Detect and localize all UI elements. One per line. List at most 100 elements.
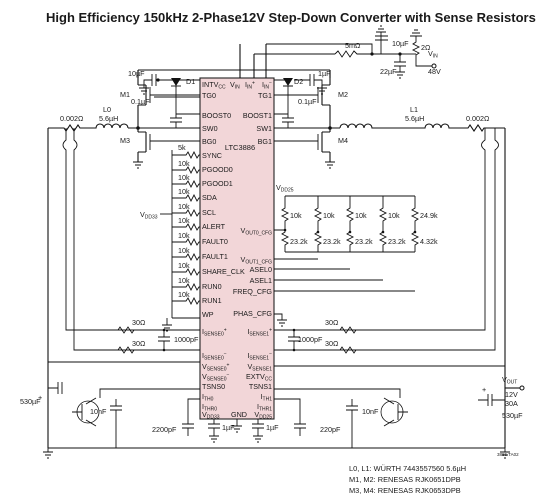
rsense0-label: 0.002Ω — [60, 114, 84, 123]
power-stage: L0 5.6µH 0.002Ω L1 5.6µH 0.002Ω — [47, 105, 506, 360]
pin-isense0-minus: I — [202, 351, 204, 360]
inductor-l0-value: 5.6µH — [99, 114, 118, 123]
pin-wp: WP — [202, 310, 214, 319]
diode-d1-label: D1 — [186, 77, 195, 86]
pin-isense1-plus: I — [247, 327, 249, 336]
svg-text:VOUT0_CFG: VOUT0_CFG — [241, 226, 273, 237]
c-10nf-left-label: 10nF — [90, 407, 107, 416]
svg-text:23.2k: 23.2k — [355, 237, 373, 246]
pin-run0: RUN0 — [202, 282, 222, 291]
mosfets: M1 M3 M2 M4 — [120, 70, 348, 169]
pin-vsense0-minus: V — [202, 372, 207, 381]
bootstrap-network: 10µF D1 D2 1µF 0.1µF 0.1µF — [128, 69, 331, 128]
c-1uf-b-label: 1µF — [266, 423, 279, 432]
config-dividers: VDD25 10k 23.2k 10k 23.2k 10k 23.2k 10k … — [274, 183, 438, 327]
svg-text:ISENSE0−: ISENSE0− — [202, 351, 227, 362]
note-top-mosfets: M1, M2: RENESAS RJK0651DPB — [349, 475, 461, 484]
divider-4: 24.9k 4.32k — [410, 196, 438, 252]
input-network: 5mΩ 10µF 2Ω 22µF VIN 48V — [137, 25, 441, 79]
svg-text:10k: 10k — [178, 216, 190, 225]
c-1000pf-right-label: 1000pF — [298, 335, 323, 344]
pin-iin-plus: I — [245, 80, 247, 89]
pin-vsense1: V — [247, 362, 252, 371]
svg-text:10k: 10k — [178, 173, 190, 182]
svg-text:10k: 10k — [178, 290, 190, 299]
svg-text:EXTVCC: EXTVCC — [246, 372, 272, 383]
pin-vin: V — [230, 80, 235, 89]
output-stage: 530µF + 530µF + VOUT 12V 30A — [20, 360, 525, 459]
pin-asel0: ASEL0 — [250, 265, 272, 274]
c-530uf-right-label: 530µF — [502, 411, 523, 420]
svg-text:IIN+: IIN+ — [245, 80, 255, 91]
ic-top-pins: INTVCC VIN IIN+ IIN− — [202, 80, 272, 91]
svg-text:10k: 10k — [290, 211, 302, 220]
r-10k-ladder: 10k 10k 10k 10k 10k 10k 10k 10k 10k 10k — [172, 159, 200, 306]
divider-2: 10k 23.2k — [345, 196, 373, 252]
pin-vsense0-plus: V — [202, 362, 207, 371]
pin-iin-minus: I — [262, 80, 264, 89]
pin-ith1: I — [261, 392, 263, 401]
svg-text:10k: 10k — [388, 211, 400, 220]
pin-tg1: TG1 — [258, 91, 272, 100]
c-2200pf-label: 2200pF — [152, 425, 177, 434]
r-30-a-label: 30Ω — [132, 318, 146, 327]
svg-text:+: + — [38, 393, 42, 402]
r-30-d-label: 30Ω — [325, 339, 339, 348]
divider-0: 10k 23.2k — [280, 196, 308, 252]
c-boost1-label: 0.1µF — [298, 97, 317, 106]
c-10uf-in-label: 10µF — [392, 39, 409, 48]
svg-text:VSENSE0+: VSENSE0+ — [202, 362, 230, 373]
pin-phas-cfg: PHAS_CFG — [233, 309, 272, 318]
svg-text:ISENSE1−: ISENSE1− — [247, 351, 272, 362]
sense-filters: 30Ω 30Ω 1000pF 30Ω 30Ω 1000pF — [117, 318, 357, 354]
pin-run1: RUN1 — [202, 296, 222, 305]
divider-1: 10k 23.2k — [313, 196, 341, 252]
svg-text:23.2k: 23.2k — [323, 237, 341, 246]
svg-text:IIN−: IIN− — [262, 80, 272, 91]
svg-text:ITHR1: ITHR1 — [257, 402, 272, 413]
c-intvcc-label: 10µF — [128, 69, 145, 78]
svg-text:23.2k: 23.2k — [290, 237, 308, 246]
ic-bottom-left-pins: ISENSE0+ ISENSE0− VSENSE0+ VSENSE0− TSNS… — [202, 327, 247, 421]
pin-sync: SYNC — [202, 151, 222, 160]
inductor-l0-label: L0 — [103, 105, 111, 114]
ic-left-pins: TG0 BOOST0 SW0 BG0 SYNC PGOOD0 PGOOD1 SD… — [202, 91, 245, 319]
svg-text:10k: 10k — [178, 231, 190, 240]
svg-text:ITH1: ITH1 — [261, 392, 273, 403]
vout-label: V — [502, 375, 507, 384]
pin-ith0: I — [202, 392, 204, 401]
pin-freq-cfg: FREQ_CFG — [233, 287, 273, 296]
pin-ithr0: I — [202, 402, 204, 411]
c-22uf-label: 22µF — [380, 67, 397, 76]
pin-tsns0: TSNS0 — [202, 382, 225, 391]
r-30-c-label: 30Ω — [325, 318, 339, 327]
pin-isense0-plus: I — [202, 327, 204, 336]
vin-value: 48V — [428, 67, 441, 76]
c-1uf-a-label: 1µF — [222, 423, 235, 432]
pin-tsns1: TSNS1 — [249, 382, 272, 391]
ic-right-pins: TG1 BOOST1 SW1 BG1 VOUT0_CFG VOUT1_CFG A… — [233, 91, 273, 318]
svg-text:4.32k: 4.32k — [420, 237, 438, 246]
svg-text:VSENSE0−: VSENSE0− — [202, 372, 230, 383]
pin-sw1: SW1 — [256, 124, 272, 133]
pin-vout1-cfg: V — [241, 255, 246, 264]
svg-text:23.2k: 23.2k — [388, 237, 406, 246]
compensation: 10nF 10nF 2200pF 220pF 1µF 1µF — [72, 388, 408, 448]
pin-pgood1: PGOOD1 — [202, 179, 233, 188]
svg-text:10k: 10k — [178, 202, 190, 211]
ic-body — [199, 77, 275, 420]
figure-title: High Efficiency 150kHz 2-Phase12V Step-D… — [46, 10, 536, 25]
vin-label: V — [428, 49, 433, 58]
vout-value-current: 30A — [505, 399, 518, 408]
note-bottom-mosfets: M3, M4: RENESAS RJK0653DPB — [349, 486, 461, 495]
pin-sw0: SW0 — [202, 124, 218, 133]
svg-text:ISENSE0+: ISENSE0+ — [202, 327, 227, 338]
pin-ithr1: I — [257, 402, 259, 411]
svg-text:10k: 10k — [355, 211, 367, 220]
svg-text:VIN: VIN — [230, 80, 240, 91]
pin-vdd25: V — [254, 410, 259, 419]
pin-asel1: ASEL1 — [250, 276, 272, 285]
rsense1-label: 0.002Ω — [466, 114, 490, 123]
svg-text:ISENSE1+: ISENSE1+ — [247, 327, 272, 338]
pin-vout0-cfg: V — [241, 226, 246, 235]
